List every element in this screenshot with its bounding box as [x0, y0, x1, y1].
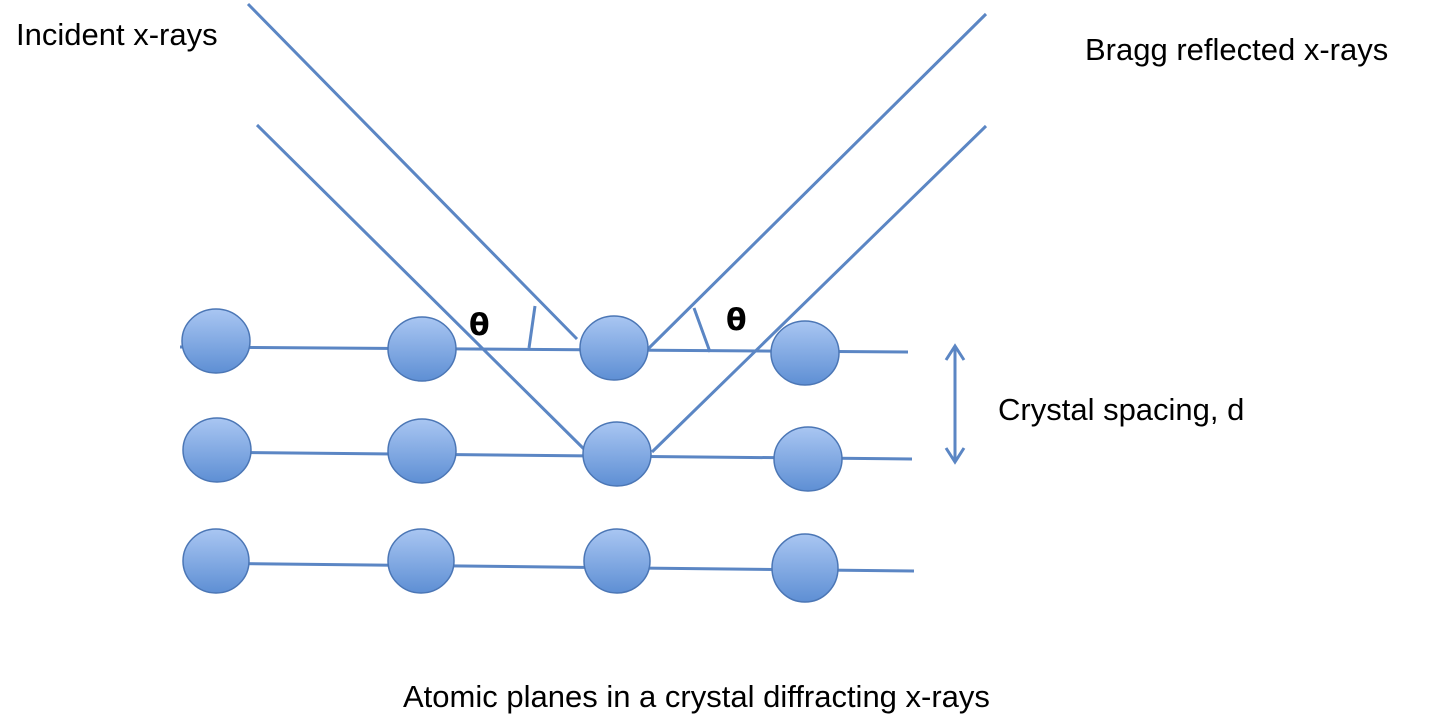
- reflected-ray-inner: [650, 124, 988, 454]
- atom: [181, 308, 251, 374]
- incident-xrays-label: Incident x-rays: [16, 17, 218, 52]
- atom: [583, 528, 651, 594]
- atom: [182, 528, 250, 594]
- atom: [770, 320, 840, 386]
- angle-marker-incident: [527, 305, 537, 349]
- incident-ray-inner: [255, 123, 592, 457]
- atom: [579, 315, 649, 381]
- atom: [387, 316, 457, 382]
- atom: [182, 417, 252, 483]
- theta-incident-label: θ: [469, 308, 490, 343]
- reflected-xrays-label: Bragg reflected x-rays: [1085, 32, 1389, 67]
- atom: [387, 528, 455, 594]
- theta-reflected-label: θ: [726, 303, 747, 338]
- crystal-spacing-label: Crystal spacing, d: [998, 392, 1245, 427]
- angle-marker-reflected: [692, 307, 712, 353]
- spacing-arrow-icon: [944, 343, 966, 465]
- reflected-ray-outer: [646, 12, 988, 351]
- incident-ray-outer: [246, 2, 579, 341]
- atom: [582, 421, 652, 487]
- atom: [387, 418, 457, 484]
- atom: [771, 533, 839, 603]
- atom: [773, 426, 843, 492]
- caption: Atomic planes in a crystal diffracting x…: [403, 679, 990, 714]
